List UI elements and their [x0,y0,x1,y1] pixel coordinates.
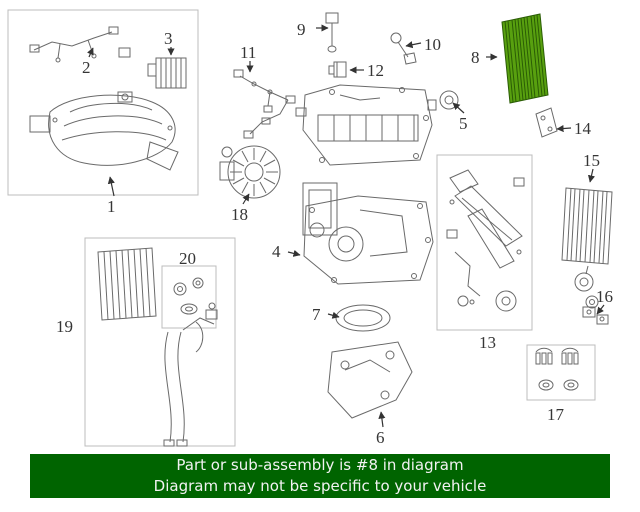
part-label-13: 13 [479,333,496,352]
part-label-2: 2 [82,58,91,77]
part-label-17: 17 [547,405,564,424]
group-heater-core-drawing [84,237,236,447]
part-label-19: 19 [56,317,73,336]
part-label-9: 9 [297,20,306,39]
banner-line-1: Part or sub-assembly is #8 in diagram [176,456,464,474]
callout-arrows [87,24,605,428]
hvac-housing-drawing [295,84,437,419]
evaporator-drawing [561,187,613,309]
part-label-5: 5 [459,114,468,133]
part-label-8: 8 [471,48,480,67]
part-label-1: 1 [107,197,116,216]
group-actuator-linkage-drawing [436,154,533,331]
part-label-14: 14 [574,119,591,138]
part-label-4: 4 [272,242,281,261]
highlight-banner: Part or sub-assembly is #8 in diagram Di… [30,454,610,498]
part-label-12: 12 [367,61,384,80]
part-label-16: 16 [596,287,613,306]
part-label-7: 7 [312,305,321,324]
part-label-11: 11 [240,43,257,62]
part-label-3: 3 [164,29,173,48]
banner-line-2: Diagram may not be specific to your vehi… [153,477,487,495]
part-label-20: 20 [179,249,196,268]
group-hardware-drawing [526,344,596,401]
part-label-15: 15 [583,151,600,170]
hvac-harness-drawing [233,69,296,139]
part-label-10: 10 [424,35,441,54]
blower-motor-drawing [219,145,281,199]
cabin-filter-highlight-drawing [501,13,549,104]
part-label-6: 6 [376,428,385,447]
diagram-line-art [7,9,613,447]
group-manifold-harness-drawing [7,9,199,196]
group-small-parts-drawing [325,12,609,325]
part-label-18: 18 [231,205,248,224]
